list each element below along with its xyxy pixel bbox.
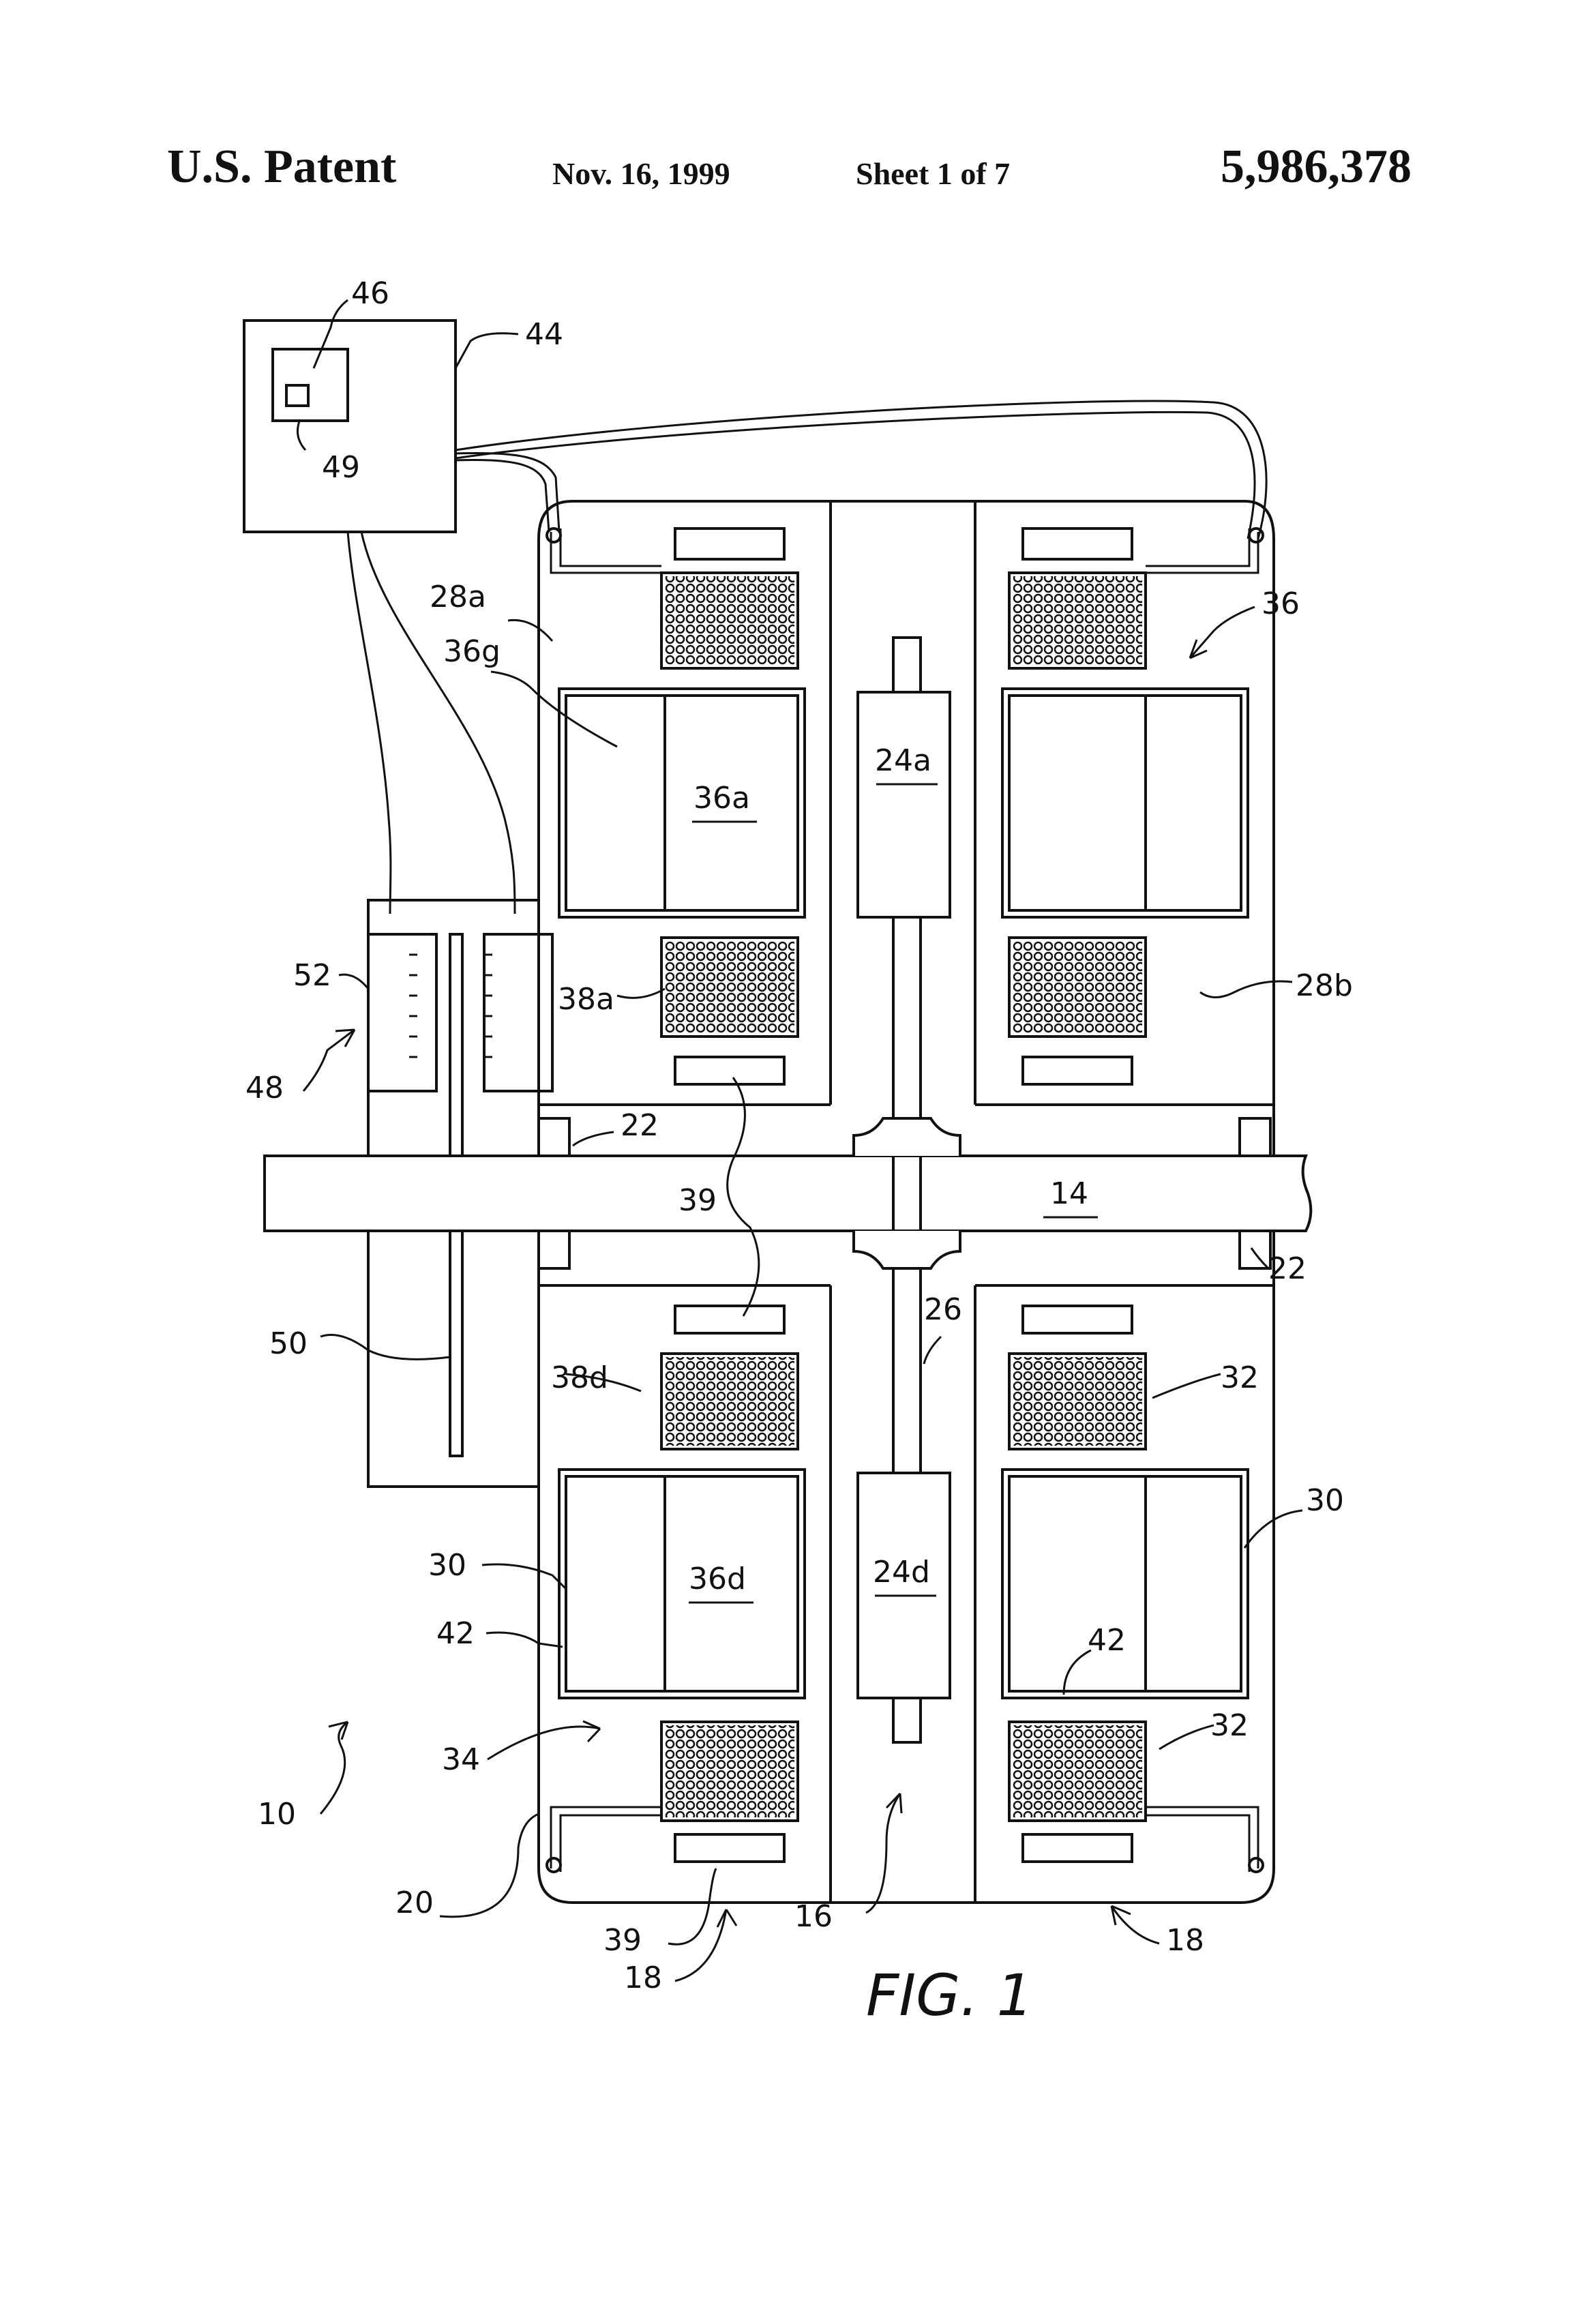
label-28b: 28b — [1296, 968, 1353, 1003]
controller-box — [244, 321, 456, 532]
label-42-right: 42 — [1088, 1623, 1126, 1658]
label-36a: 36a — [693, 781, 750, 816]
label-32-top: 32 — [1221, 1360, 1259, 1395]
label-14: 14 — [1050, 1176, 1088, 1211]
module-28b — [1002, 528, 1263, 1084]
label-16: 16 — [794, 1899, 833, 1934]
label-30-right: 30 — [1306, 1483, 1344, 1518]
label-48: 48 — [245, 1071, 284, 1105]
label-30-left: 30 — [428, 1548, 466, 1583]
label-18-right: 18 — [1166, 1923, 1204, 1958]
label-44: 44 — [525, 317, 563, 352]
label-36: 36 — [1262, 586, 1300, 621]
figure-caption: FIG. 1 — [866, 1962, 1033, 2029]
label-42-left: 42 — [436, 1616, 475, 1651]
label-36d: 36d — [689, 1562, 746, 1596]
label-34: 34 — [442, 1742, 480, 1777]
label-20: 20 — [395, 1886, 434, 1920]
label-38d: 38d — [551, 1360, 608, 1395]
label-32-bottom: 32 — [1210, 1708, 1249, 1743]
label-24a: 24a — [875, 743, 931, 778]
label-36g: 36g — [443, 634, 501, 669]
label-24d: 24d — [873, 1555, 930, 1590]
label-28a: 28a — [430, 580, 486, 614]
label-26: 26 — [924, 1292, 962, 1327]
label-22-bottom: 22 — [1268, 1251, 1307, 1286]
leader-lines — [297, 300, 1302, 1981]
label-52: 52 — [293, 958, 331, 993]
label-39-top: 39 — [678, 1183, 717, 1218]
label-50: 50 — [269, 1326, 308, 1361]
label-22-top: 22 — [621, 1108, 659, 1143]
label-10: 10 — [258, 1797, 296, 1832]
label-49: 49 — [322, 450, 360, 485]
label-38a: 38a — [558, 982, 614, 1017]
shaft-14 — [265, 1156, 1311, 1231]
label-39-bottom: 39 — [603, 1923, 642, 1958]
label-18-left: 18 — [624, 1961, 662, 1995]
label-46: 46 — [351, 276, 389, 311]
